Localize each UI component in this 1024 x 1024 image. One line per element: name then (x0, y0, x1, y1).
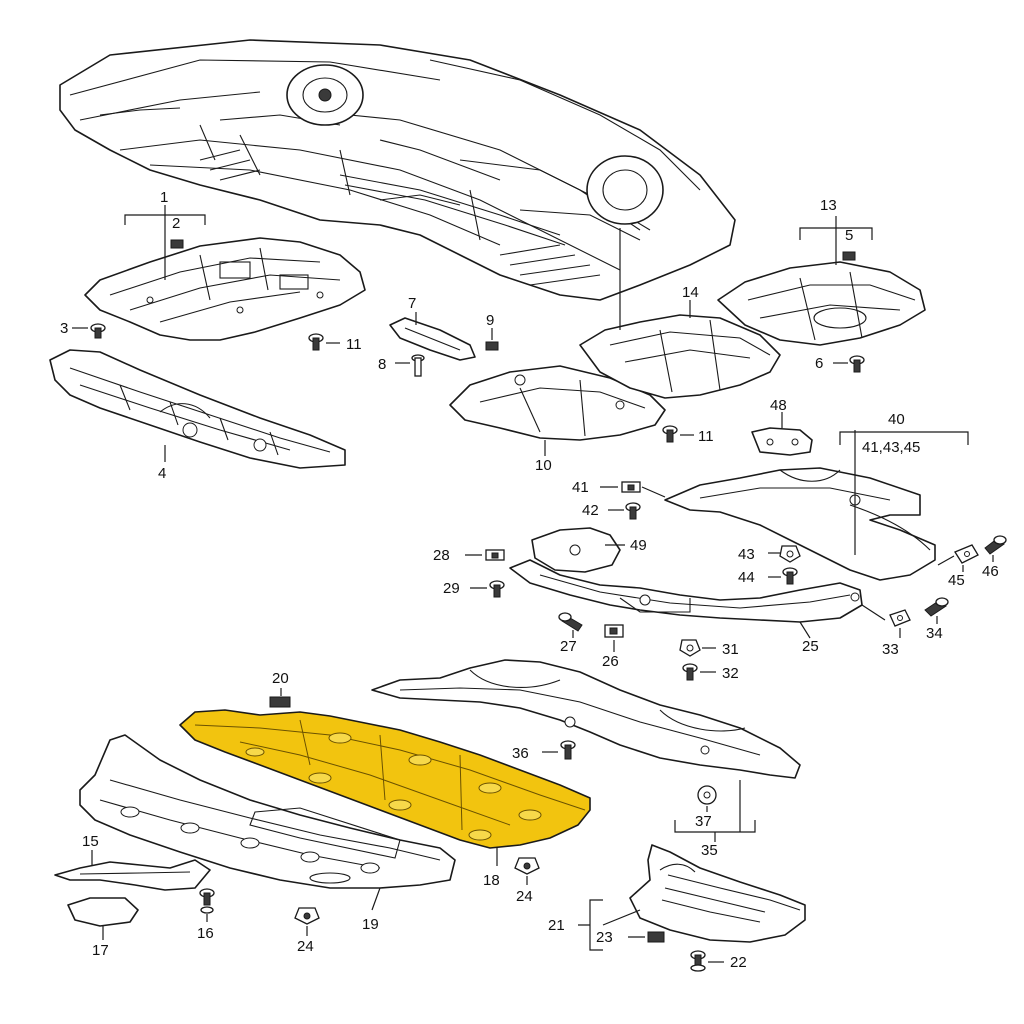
part-32-bolt (682, 663, 698, 681)
callout-22: 22 (730, 954, 747, 971)
part-6-bolt (849, 355, 865, 373)
callout-21: 21 (548, 917, 565, 934)
callout-25: 25 (802, 638, 819, 655)
callout-4: 4 (158, 465, 166, 482)
part-10-center-shield (449, 365, 666, 441)
callout-49: 49 (630, 537, 647, 554)
part-15-bracket (54, 859, 211, 891)
part-25-heat-shield (509, 559, 863, 623)
callout-7: 7 (408, 295, 416, 312)
callout-40-sub: 41,43,45 (862, 439, 920, 456)
callout-29: 29 (443, 580, 460, 597)
callout-19: 19 (362, 916, 379, 933)
part-35-subframe (371, 659, 801, 779)
part-3-bolt (90, 323, 106, 339)
callout-11a: 11 (346, 336, 362, 353)
callout-11b: 11 (698, 428, 714, 445)
callout-6: 6 (815, 355, 823, 372)
part-22-bolt (690, 950, 706, 972)
part-37-washer (697, 785, 717, 805)
part-18-highlighted-panel (179, 709, 591, 849)
part-4-side-panel (49, 349, 346, 469)
callout-24a: 24 (516, 888, 533, 905)
part-1-engine-shield (84, 237, 366, 341)
part-8-stud (411, 354, 425, 377)
callout-33: 33 (882, 641, 899, 658)
callout-9: 9 (486, 312, 494, 329)
callout-37: 37 (695, 813, 712, 830)
part-13-rear-shield (717, 261, 926, 346)
callout-41: 41 (572, 479, 589, 496)
callout-35: 35 (701, 842, 718, 859)
callout-14: 14 (682, 284, 699, 301)
callout-27: 27 (560, 638, 577, 655)
part-41-clip (621, 481, 641, 493)
part-5-clip (842, 251, 856, 261)
part-16-bolt (199, 888, 215, 914)
part-28-clip (485, 549, 505, 561)
part-34-screw (924, 597, 949, 617)
callout-24b: 24 (297, 938, 314, 955)
callout-40: 40 (888, 411, 905, 428)
part-40-heat-shield (664, 467, 936, 581)
part-27-screw (558, 612, 583, 632)
callout-10: 10 (535, 457, 552, 474)
part-17-pad (67, 897, 139, 927)
part-26-clip (604, 624, 624, 638)
part-45-bracket (954, 544, 979, 564)
part-9-clip (485, 341, 499, 351)
callout-20: 20 (272, 670, 289, 687)
callout-18: 18 (483, 872, 500, 889)
callout-48: 48 (770, 397, 787, 414)
callout-1: 1 (160, 189, 168, 206)
part-33-bracket (889, 609, 911, 627)
part-24-nut-b (294, 907, 320, 925)
callout-15: 15 (82, 833, 99, 850)
car-body-underside (59, 39, 736, 301)
part-2-clip (170, 239, 184, 249)
callout-26: 26 (602, 653, 619, 670)
callout-45: 45 (948, 572, 965, 589)
part-24-nut-a (514, 857, 540, 875)
part-48-pad (751, 427, 813, 456)
part-46-screw (984, 535, 1007, 555)
callout-28: 28 (433, 547, 450, 564)
part-21-rear-skid (629, 844, 806, 943)
part-43-nut (779, 545, 801, 563)
callout-34: 34 (926, 625, 943, 642)
part-36-bolt (560, 740, 576, 760)
callout-8: 8 (378, 356, 386, 373)
callout-44: 44 (738, 569, 755, 586)
part-49-shield (531, 527, 621, 573)
callout-42: 42 (582, 502, 599, 519)
callout-31: 31 (722, 641, 739, 658)
part-23-clip (647, 931, 665, 943)
part-42-bolt (625, 502, 641, 520)
part-20-clip (269, 696, 291, 708)
callout-17: 17 (92, 942, 109, 959)
part-44-bolt (782, 567, 798, 585)
callout-13: 13 (820, 197, 837, 214)
callout-23: 23 (596, 929, 613, 946)
callout-16: 16 (197, 925, 214, 942)
part-11-bolt-a (308, 333, 324, 351)
callout-2: 2 (172, 215, 180, 232)
callout-36: 36 (512, 745, 529, 762)
callout-5: 5 (845, 227, 853, 244)
part-11-bolt-b (662, 425, 678, 443)
callout-32: 32 (722, 665, 739, 682)
part-31-nut (679, 639, 701, 657)
callout-43: 43 (738, 546, 755, 563)
part-29-bolt (489, 580, 505, 598)
callout-3: 3 (60, 320, 68, 337)
bracket-1 (124, 205, 206, 280)
part-14-rear-mid-shield (579, 314, 781, 399)
part-7-bracket (389, 317, 476, 361)
part-19-side-trim (79, 734, 456, 889)
callout-46: 46 (982, 563, 999, 580)
